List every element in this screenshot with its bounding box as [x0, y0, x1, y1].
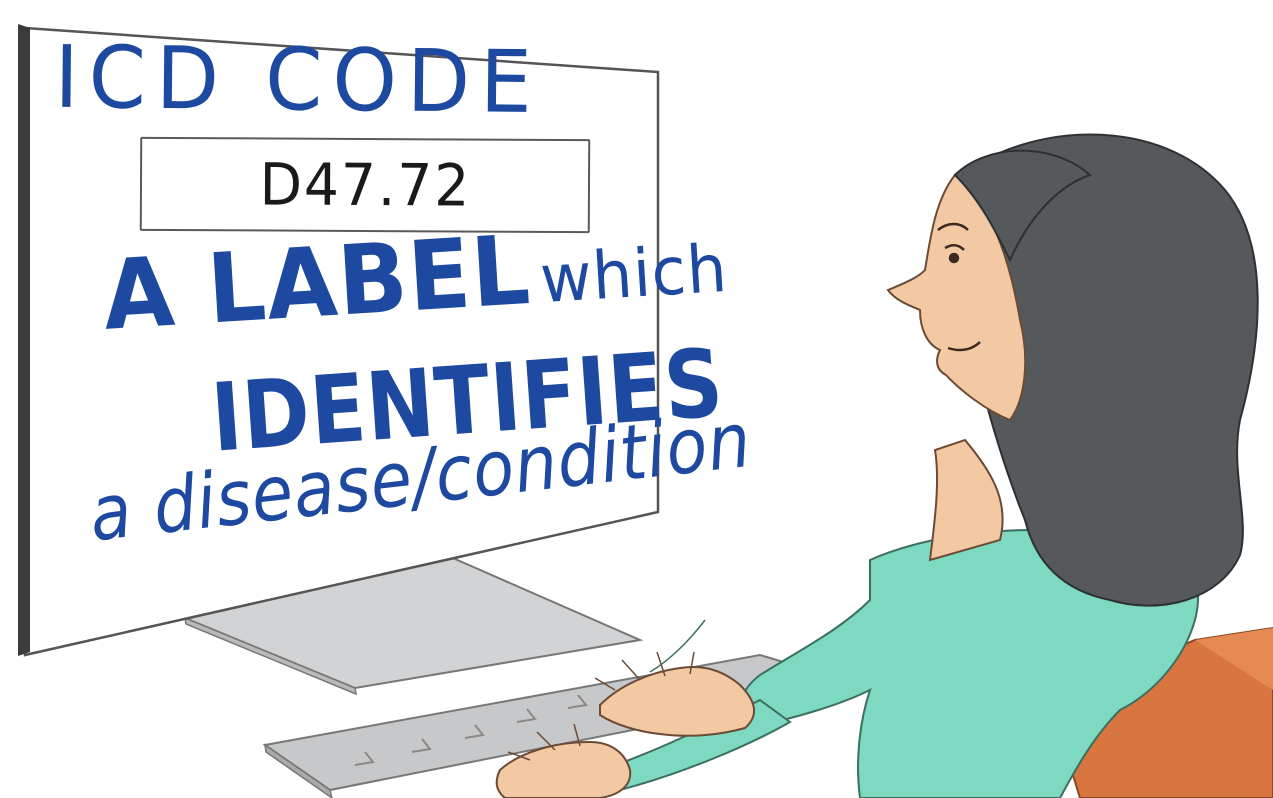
icd-code-value: D47.72 — [259, 150, 471, 220]
face — [886, 173, 1027, 422]
neck — [928, 438, 1004, 562]
hands — [495, 651, 755, 798]
face-features — [937, 222, 981, 352]
definition-line-1-small: which — [537, 229, 730, 319]
screen-title: ICD CODE — [54, 28, 543, 134]
monitor — [18, 24, 660, 657]
